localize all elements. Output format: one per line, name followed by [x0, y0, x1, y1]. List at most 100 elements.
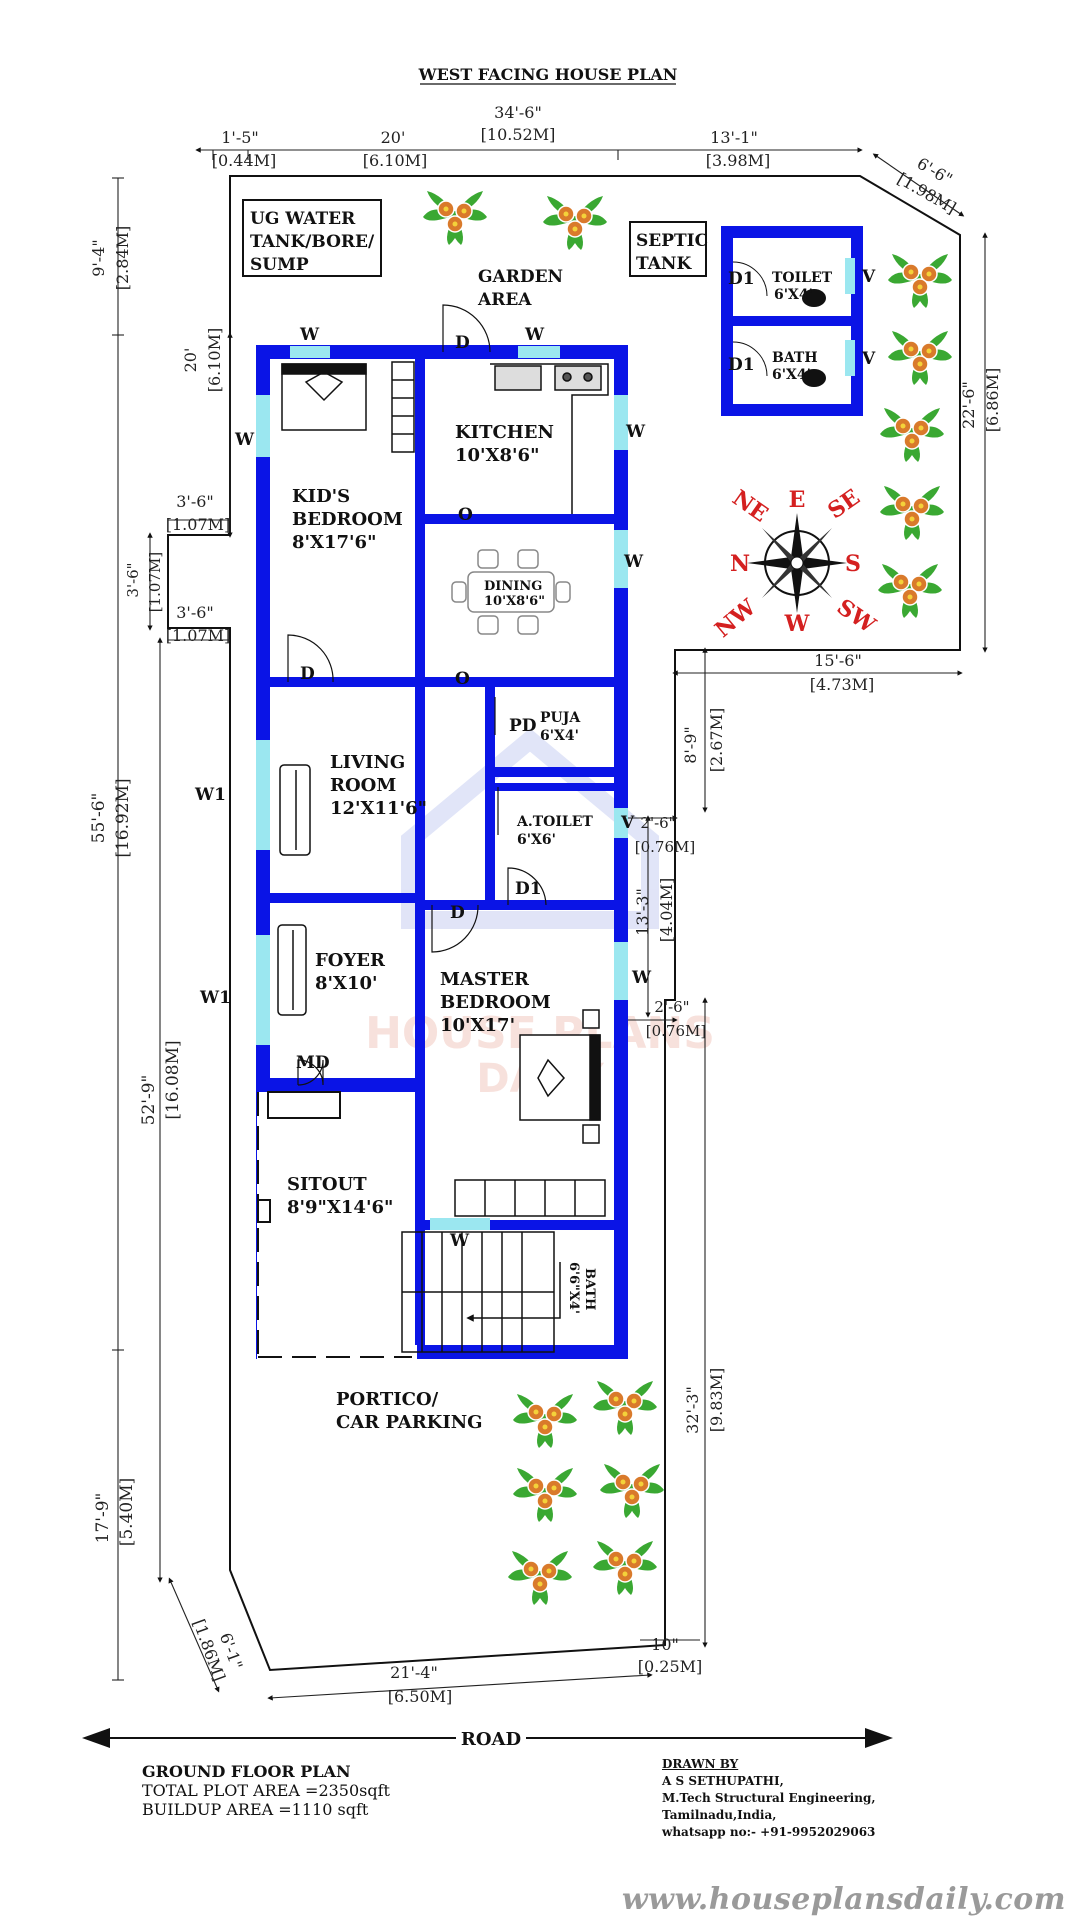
dining-table — [451, 549, 571, 635]
svg-text:10'X8'6": 10'X8'6" — [484, 594, 545, 609]
svg-text:W: W — [299, 325, 320, 345]
svg-text:8'-9": 8'-9" — [681, 726, 700, 764]
buildup-area: BUILDUP AREA =1110 sqft — [142, 1800, 369, 1819]
svg-text:21'-4": 21'-4" — [390, 1663, 438, 1682]
svg-text:PD: PD — [509, 716, 537, 736]
svg-text:O: O — [455, 669, 470, 689]
master-bed — [454, 1009, 606, 1217]
svg-text:10'X8'6": 10'X8'6" — [455, 445, 539, 466]
svg-text:TANK: TANK — [636, 254, 692, 274]
svg-text:[5.40M]: [5.40M] — [117, 1478, 137, 1547]
svg-text:[6.10M]: [6.10M] — [363, 151, 428, 170]
svg-text:[1.07M]: [1.07M] — [166, 515, 231, 534]
svg-text:MD: MD — [296, 1053, 330, 1073]
svg-text:6'X4': 6'X4' — [772, 367, 811, 383]
svg-text:[0.25M]: [0.25M] — [638, 1657, 703, 1676]
svg-text:[16.92M]: [16.92M] — [113, 778, 133, 857]
svg-text:W1: W1 — [199, 988, 231, 1008]
website-link[interactable]: www.houseplansdaily.com — [621, 1882, 1066, 1917]
svg-text:E: E — [789, 487, 806, 513]
svg-text:SE: SE — [823, 484, 865, 524]
svg-text:UG WATER: UG WATER — [250, 209, 356, 229]
svg-text:D: D — [300, 664, 315, 684]
svg-text:KID'S: KID'S — [292, 486, 350, 507]
svg-text:13'-3": 13'-3" — [633, 888, 652, 936]
svg-text:W: W — [234, 430, 255, 450]
svg-text:52'-9": 52'-9" — [139, 1075, 159, 1126]
svg-text:D1: D1 — [728, 355, 755, 375]
svg-text:PUJA: PUJA — [540, 710, 581, 726]
svg-text:[1.07M]: [1.07M] — [146, 552, 164, 612]
svg-text:[4.73M]: [4.73M] — [810, 675, 875, 694]
svg-text:V: V — [861, 349, 876, 369]
ug-water-tank: UG WATER TANK/BORE/ SUMP — [242, 199, 382, 277]
svg-text:D: D — [450, 903, 465, 923]
svg-text:[4.04M]: [4.04M] — [657, 878, 676, 943]
svg-text:W: W — [449, 1231, 470, 1251]
author-contact: whatsapp no:- +91-9952029063 — [662, 1825, 876, 1839]
svg-text:KITCHEN: KITCHEN — [455, 422, 554, 443]
svg-text:[0.76M]: [0.76M] — [646, 1022, 706, 1040]
svg-text:SW: SW — [832, 594, 880, 639]
svg-text:W: W — [524, 325, 545, 345]
svg-text:N: N — [730, 551, 750, 577]
author-location: Tamilnadu,India, — [662, 1808, 777, 1822]
svg-text:[16.08M]: [16.08M] — [163, 1040, 183, 1119]
dimension-lines — [112, 147, 988, 1701]
svg-text:10": 10" — [651, 1635, 679, 1654]
svg-text:[6.50M]: [6.50M] — [388, 1687, 453, 1706]
staircase — [401, 1231, 561, 1353]
sitout-boundary — [257, 1091, 412, 1358]
svg-text:[10.52M]: [10.52M] — [481, 125, 556, 144]
svg-text:15'-6": 15'-6" — [814, 651, 862, 670]
svg-text:6'X6': 6'X6' — [517, 832, 556, 848]
septic-tank: SEPTIC TANK — [629, 221, 708, 277]
sofas — [277, 764, 311, 1016]
svg-text:12'X11'6": 12'X11'6" — [330, 798, 427, 819]
svg-text:CAR PARKING: CAR PARKING — [336, 1412, 483, 1433]
compass-rose: E W N S NE SE NW SW — [710, 484, 880, 643]
author-name: A S SETHUPATHI, — [662, 1774, 784, 1788]
svg-text:3'-6": 3'-6" — [124, 562, 142, 597]
drawn-by-label: DRAWN BY — [662, 1757, 739, 1771]
svg-text:1'-5": 1'-5" — [221, 128, 259, 147]
svg-text:9'-4": 9'-4" — [89, 239, 108, 277]
svg-text:NW: NW — [710, 594, 761, 643]
svg-text:55'-6": 55'-6" — [89, 793, 109, 844]
svg-text:V: V — [861, 267, 876, 287]
svg-text:PORTICO/: PORTICO/ — [336, 1389, 439, 1410]
svg-text:17'-9": 17'-9" — [93, 1493, 113, 1544]
svg-text:O: O — [458, 505, 473, 525]
svg-text:FOYER: FOYER — [315, 950, 386, 971]
total-plot-area: TOTAL PLOT AREA =2350sqft — [142, 1781, 390, 1800]
svg-text:NE: NE — [727, 485, 772, 527]
svg-text:6'X4': 6'X4' — [774, 287, 813, 303]
svg-text:[9.83M]: [9.83M] — [707, 1368, 726, 1433]
svg-text:[0.44M]: [0.44M] — [212, 151, 277, 170]
svg-text:3'-6": 3'-6" — [176, 492, 214, 511]
svg-text:[3.98M]: [3.98M] — [706, 151, 771, 170]
svg-text:W1: W1 — [194, 785, 226, 805]
svg-text:20': 20' — [381, 128, 406, 147]
outdoor-toilet-bath: D1 D1 TOILET 6'X4' BATH 6'X4' V V — [721, 226, 876, 416]
svg-text:22'-6": 22'-6" — [959, 381, 978, 429]
svg-text:AREA: AREA — [477, 290, 532, 310]
svg-text:[2.67M]: [2.67M] — [707, 708, 726, 773]
svg-text:BATH: BATH — [582, 1268, 597, 1310]
plan-summary: GROUND FLOOR PLAN TOTAL PLOT AREA =2350s… — [142, 1762, 390, 1819]
svg-text:LIVING: LIVING — [330, 752, 405, 773]
svg-text:W: W — [784, 611, 810, 637]
svg-text:W: W — [631, 968, 652, 988]
svg-text:A.TOILET: A.TOILET — [516, 814, 593, 830]
svg-text:W: W — [623, 552, 644, 572]
svg-text:13'-1": 13'-1" — [710, 128, 758, 147]
svg-text:8'X17'6": 8'X17'6" — [292, 532, 376, 553]
svg-text:20': 20' — [181, 348, 200, 373]
svg-text:ROOM: ROOM — [330, 775, 396, 796]
svg-text:32'-3": 32'-3" — [683, 1386, 702, 1434]
svg-text:[1.07M]: [1.07M] — [166, 626, 231, 645]
opening-labels: W W W W W W W W1 W1 V D D D D1 O O PD MD — [194, 325, 652, 1251]
drawn-by-block: DRAWN BY A S SETHUPATHI, M.Tech Structur… — [662, 1756, 876, 1841]
plan-title: WEST FACING HOUSE PLAN — [418, 65, 678, 84]
